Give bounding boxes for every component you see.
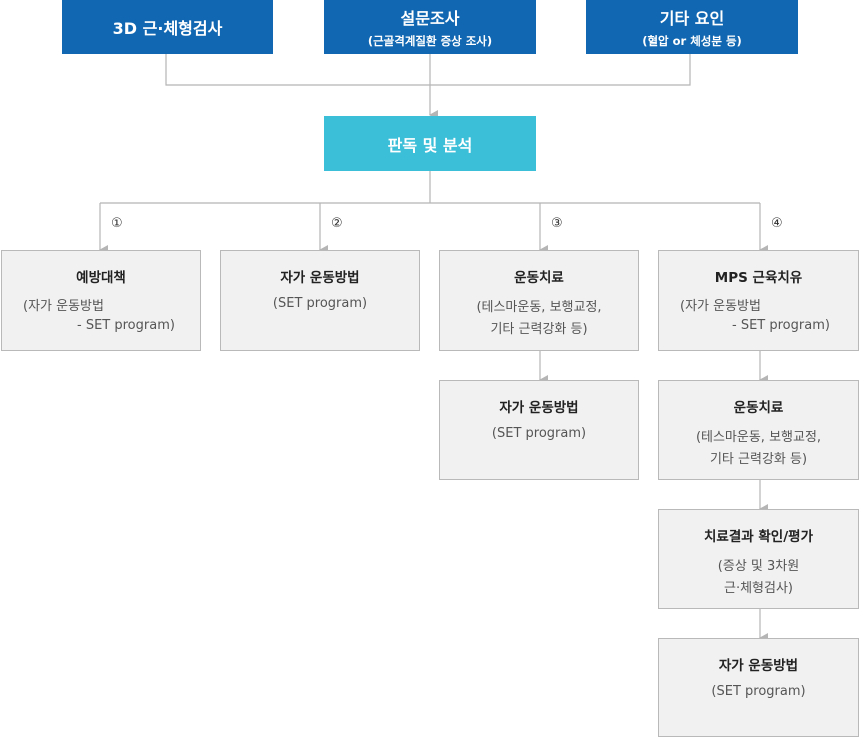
box-detail-line2: 근·체형검사) <box>723 581 793 596</box>
box-detail-line2: 기타 근력강화 등) <box>709 452 808 467</box>
top-box-subtitle: (혈압 or 체성분 등) <box>642 34 742 48</box>
box-exercise-therapy-4: 운동치료 (테스마운동, 보행교정, 기타 근력강화 등) <box>658 380 859 480</box>
branch-number-1: ① <box>111 216 123 231</box>
box-detail-line1: (테스마운동, 보행교정, <box>476 300 602 315</box>
box-detail-line2: - SET program) <box>732 318 830 333</box>
box-title: MPS 근육치유 <box>714 270 803 286</box>
branch-line <box>100 171 760 204</box>
top-box-title: 기타 요인 <box>659 9 725 28</box>
box-detail-line1: (SET program) <box>711 684 806 699</box>
box-title: 예방대책 <box>76 270 126 286</box>
branch-number-2: ② <box>331 216 343 231</box>
box-mps-therapy: MPS 근육치유 (자가 운동방법 - SET program) <box>658 250 859 351</box>
top-box-title: 설문조사 <box>400 9 460 28</box>
top-box-other-factors: 기타 요인 (혈압 or 체성분 등) <box>586 0 798 54</box>
top-box-survey: 설문조사 (근골격계질환 증상 조사) <box>324 0 536 54</box>
box-exercise-therapy: 운동치료 (테스마운동, 보행교정, 기타 근력강화 등) <box>439 250 639 351</box>
box-self-exercise: 자가 운동방법 (SET program) <box>220 250 420 351</box>
box-detail-line1: (SET program) <box>272 296 368 311</box>
box-detail-line1: (자가 운동방법 <box>680 299 761 314</box>
analysis-box: 판독 및 분석 <box>324 116 536 171</box>
box-title: 운동치료 <box>733 400 784 416</box>
box-detail-line1: (SET program) <box>491 426 587 441</box>
box-title: 자가 운동방법 <box>280 270 360 286</box>
box-self-exercise-3: 자가 운동방법 (SET program) <box>439 380 639 480</box>
box-result-evaluation: 치료결과 확인/평가 (증상 및 3차원 근·체형검사) <box>658 509 859 609</box>
branch-number-4: ④ <box>771 216 783 231</box>
box-detail-line2: 기타 근력강화 등) <box>490 322 588 337</box>
analysis-label: 판독 및 분석 <box>387 135 473 155</box>
box-detail-line1: (증상 및 3차원 <box>717 559 800 574</box>
top-box-title: 3D 근·체형검사 <box>112 19 223 38</box>
top-box-3d-exam: 3D 근·체형검사 <box>62 0 273 54</box>
box-detail-line1: (자가 운동방법 <box>23 299 104 314</box>
box-detail-line2: - SET program) <box>77 318 175 333</box>
box-title: 치료결과 확인/평가 <box>704 529 813 545</box>
box-detail-line1: (테스마운동, 보행교정, <box>695 430 822 445</box>
box-prevention: 예방대책 (자가 운동방법 - SET program) <box>1 250 201 351</box>
box-title: 운동치료 <box>514 270 564 286</box>
top-box-subtitle: (근골격계질환 증상 조사) <box>367 34 493 48</box>
box-title: 자가 운동방법 <box>499 400 579 416</box>
box-self-exercise-4: 자가 운동방법 (SET program) <box>658 638 859 737</box>
box-title: 자가 운동방법 <box>718 658 799 674</box>
branch-number-3: ③ <box>551 216 563 231</box>
merge-line <box>165 54 691 86</box>
